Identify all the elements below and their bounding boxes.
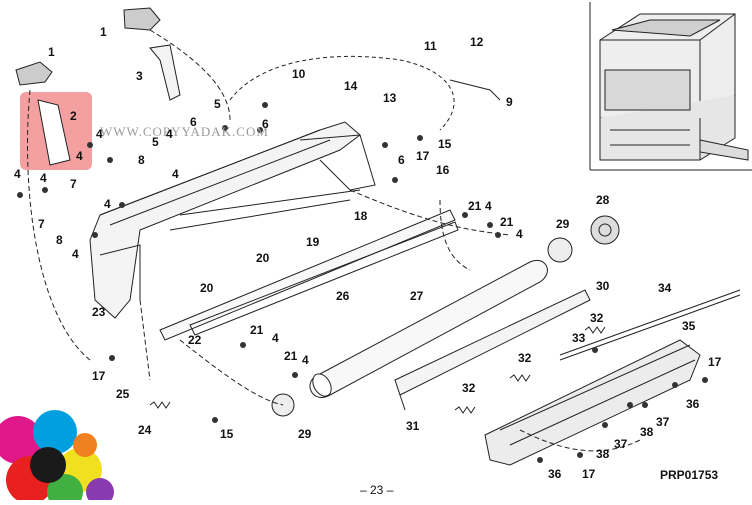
spring-32b [454,406,476,414]
callout-17: 17 [582,467,596,481]
part-2 [37,99,71,166]
spring-24 [149,401,171,409]
callout-29: 29 [298,427,312,441]
callout-23: 23 [92,305,106,319]
drawing-code: PRP01753 [660,468,719,482]
callout-37: 37 [614,437,628,451]
callout-4: 4 [485,199,492,213]
callout-4: 4 [172,167,179,181]
callout-3: 3 [136,69,143,83]
rail-19 [159,209,456,341]
page-number: – 23 – [360,483,394,497]
bracket-31 [394,289,591,396]
logo-circles [0,410,114,505]
callout-21: 21 [500,215,514,229]
callout-1: 1 [100,25,107,39]
callout-38: 38 [640,425,654,439]
main-frame [89,121,376,319]
shaft-34 [559,289,741,356]
rail-26 [189,221,459,336]
callout-15: 15 [438,137,452,151]
callout-4: 4 [302,353,309,367]
gear-28 [590,215,620,245]
callout-36: 36 [548,467,562,481]
callout-27: 27 [410,289,424,303]
callout-9: 9 [506,95,513,109]
callout-22: 22 [188,333,202,347]
callout-2: 2 [70,109,77,123]
callout-8: 8 [138,153,145,167]
callout-19: 19 [306,235,320,249]
callout-30: 30 [596,279,610,293]
callout-32: 32 [462,381,476,395]
callout-25: 25 [116,387,130,401]
callout-17: 17 [416,149,430,163]
callout-4: 4 [96,127,103,141]
callout-4: 4 [516,227,523,241]
callout-26: 26 [336,289,350,303]
callout-31: 31 [406,419,420,433]
callout-34: 34 [658,281,672,295]
callout-6: 6 [262,117,269,131]
callout-4: 4 [40,171,47,185]
callout-21: 21 [284,349,298,363]
callout-17: 17 [708,355,722,369]
callout-13: 13 [383,91,397,105]
gear-29a [547,237,573,263]
cover-1a [123,7,161,31]
callout-7: 7 [38,217,45,231]
callout-18: 18 [354,209,368,223]
callout-7: 7 [70,177,77,191]
callout-14: 14 [344,79,358,93]
callout-10: 10 [292,67,306,81]
callout-5: 5 [152,135,159,149]
callout-24: 24 [138,423,152,437]
callout-21: 21 [468,199,482,213]
spring-32a [509,374,531,382]
callout-12: 12 [470,35,484,49]
spring-32c [584,326,606,334]
callout-33: 33 [572,331,586,345]
callout-4: 4 [272,331,279,345]
callout-38: 38 [596,447,610,461]
callout-36: 36 [686,397,700,411]
callout-4: 4 [104,197,111,211]
callout-20: 20 [256,251,270,265]
leader-lines [27,29,641,452]
callout-16: 16 [436,163,450,177]
callout-29: 29 [556,217,570,231]
part-3 [149,44,181,101]
callout-6: 6 [398,153,405,167]
callout-35: 35 [682,319,696,333]
callout-4: 4 [14,167,21,181]
callout-32: 32 [590,311,604,325]
callout-1: 1 [48,45,55,59]
screws [17,102,708,463]
callout-17: 17 [92,369,106,383]
callout-4: 4 [72,247,79,261]
callout-5: 5 [214,97,221,111]
callout-11: 11 [424,39,437,53]
callout-4: 4 [76,149,83,163]
printer-inset [589,2,752,171]
cover-1b [15,61,53,86]
watermark-text: WWW.COPYYADAK.COM [100,124,269,139]
roller-27 [309,259,548,398]
callout-20: 20 [200,281,214,295]
callout-15: 15 [220,427,234,441]
harness [229,55,455,131]
callout-6: 6 [190,115,197,129]
callout-21: 21 [250,323,264,337]
callout-8: 8 [56,233,63,247]
callout-37: 37 [656,415,670,429]
callout-32: 32 [518,351,532,365]
callout-28: 28 [596,193,610,207]
callout-4: 4 [166,127,173,141]
guide-35 [484,339,701,466]
